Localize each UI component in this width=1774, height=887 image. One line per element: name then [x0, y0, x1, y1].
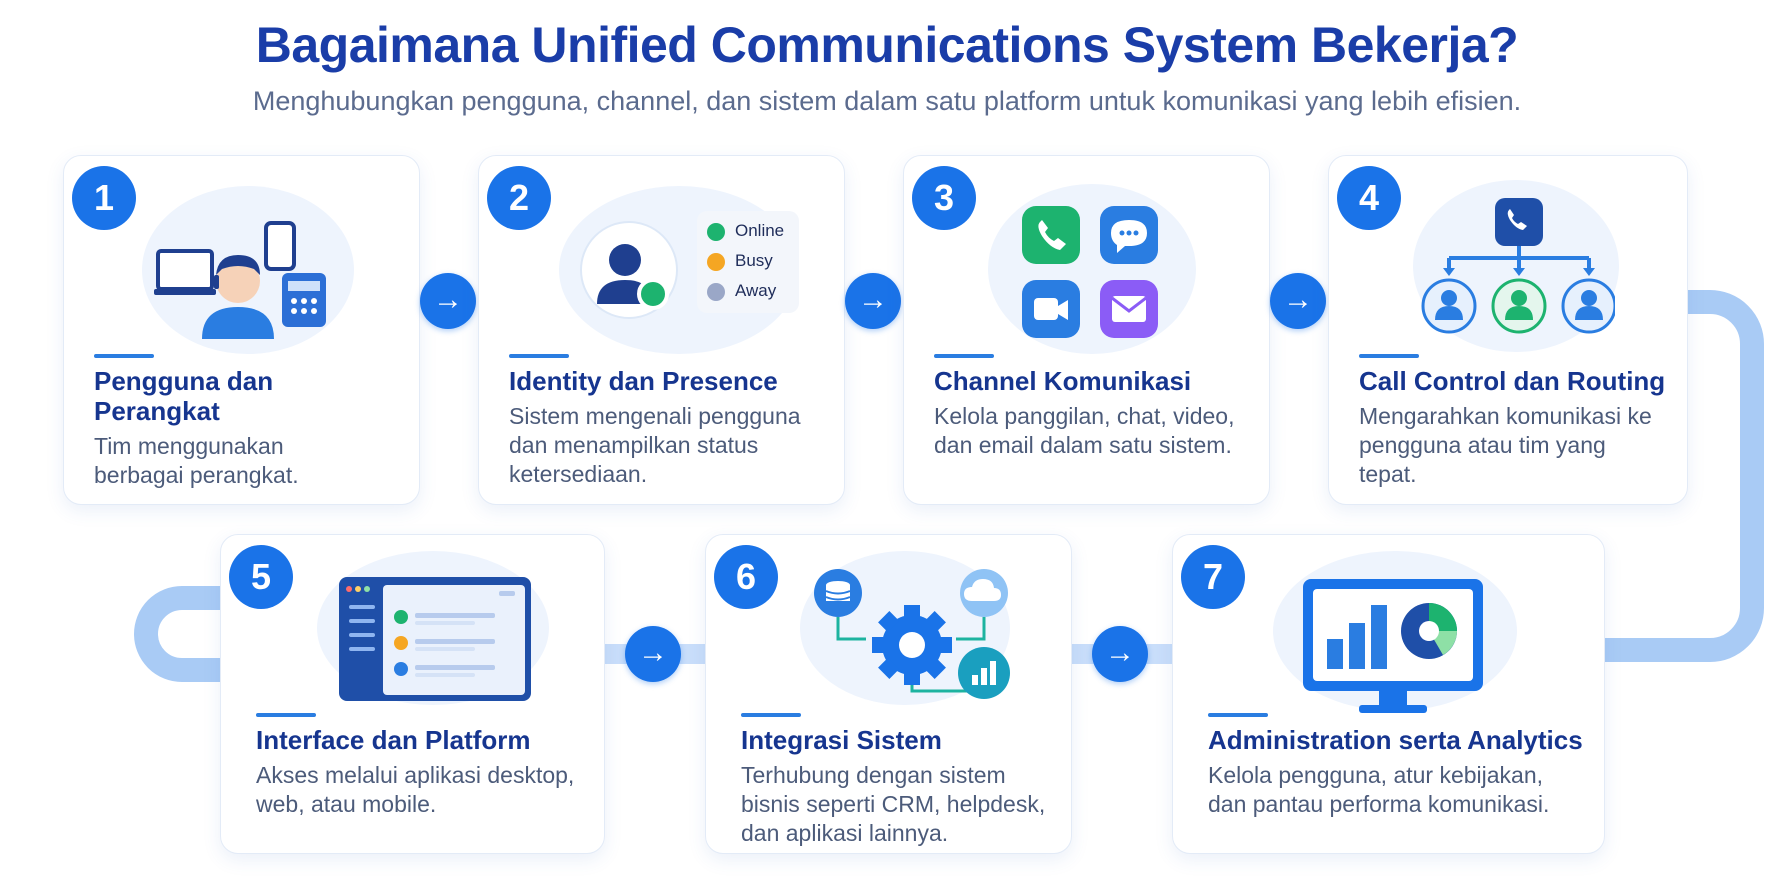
status-dot-online	[707, 223, 725, 241]
step-title: Integrasi Sistem	[741, 725, 942, 755]
status-dot-away	[707, 283, 725, 301]
step-description: Kelola panggilan, chat, video, dan email…	[934, 403, 1235, 458]
step-description: Sistem mengenali pengguna dan menampilka…	[509, 403, 801, 487]
step-card-3: 3 Channel Komunikasi Kelola panggilan, c…	[903, 155, 1270, 505]
integration-icon	[814, 569, 1010, 699]
step-title: Interface dan Platform	[256, 725, 531, 755]
arrow-right-icon: →	[845, 273, 901, 329]
arrow-right-icon: →	[1092, 626, 1148, 682]
step-card-7: 7 Administration serta Analytics Kelola …	[1172, 534, 1605, 854]
status-label-busy: Busy	[735, 251, 773, 270]
step-card-4: 4 Call Control dan Routing Mengarahkan k…	[1328, 155, 1688, 505]
page-title: Bagaimana Unified Communications System …	[255, 17, 1519, 73]
step-card-5: 5 Interface dan Platform Akses melalui a…	[220, 534, 605, 854]
step-number-badge: 3	[912, 166, 976, 230]
status-label-online: Online	[735, 221, 785, 240]
channels-icon	[1022, 206, 1158, 338]
arrow-right-icon: →	[420, 273, 476, 329]
routing-icon	[1421, 198, 1615, 334]
step-number-badge: 6	[714, 545, 778, 609]
step-description: Akses melalui aplikasi desktop, web, ata…	[256, 762, 575, 817]
page-subtitle: Menghubungkan pengguna, channel, dan sis…	[252, 86, 1522, 116]
step-description: Mengarahkan komunikasi ke pengguna atau …	[1359, 403, 1652, 487]
analytics-monitor-icon	[1303, 579, 1483, 713]
step-title: Call Control dan Routing	[1359, 366, 1666, 396]
step-title: Administration serta Analytics	[1208, 725, 1583, 755]
step-card-6: 6 Integrasi Sistem Terhubung dengan sist…	[705, 534, 1072, 854]
step-number-badge: 7	[1181, 545, 1245, 609]
step-title: Pengguna dan Perangkat	[94, 366, 274, 426]
step-card-2: 2 Online Busy Away Identity dan Presence…	[478, 155, 845, 505]
step-number-badge: 5	[229, 545, 293, 609]
status-label-away: Away	[735, 281, 777, 300]
user-presence-icon	[580, 221, 678, 319]
arrow-right-icon: →	[1270, 273, 1326, 329]
step-description: Kelola pengguna, atur kebijakan, dan pan…	[1208, 762, 1550, 817]
step-card-1: 1 Pengguna dan Perangkat Tim menggunakan…	[63, 155, 420, 505]
arrow-right-icon: →	[625, 626, 681, 682]
step-number-badge: 1	[72, 166, 136, 230]
status-dot-busy	[707, 253, 725, 271]
step-description: Tim menggunakan berbagai perangkat.	[94, 433, 299, 488]
presence-status-list: Online Busy Away	[697, 211, 799, 313]
app-window-icon	[339, 577, 531, 701]
step-description: Terhubung dengan sistem bisnis seperti C…	[741, 762, 1046, 846]
step-title: Identity dan Presence	[509, 366, 778, 396]
user-devices-icon	[154, 221, 326, 339]
step-number-badge: 2	[487, 166, 551, 230]
step-title: Channel Komunikasi	[934, 366, 1192, 396]
step-number-badge: 4	[1337, 166, 1401, 230]
